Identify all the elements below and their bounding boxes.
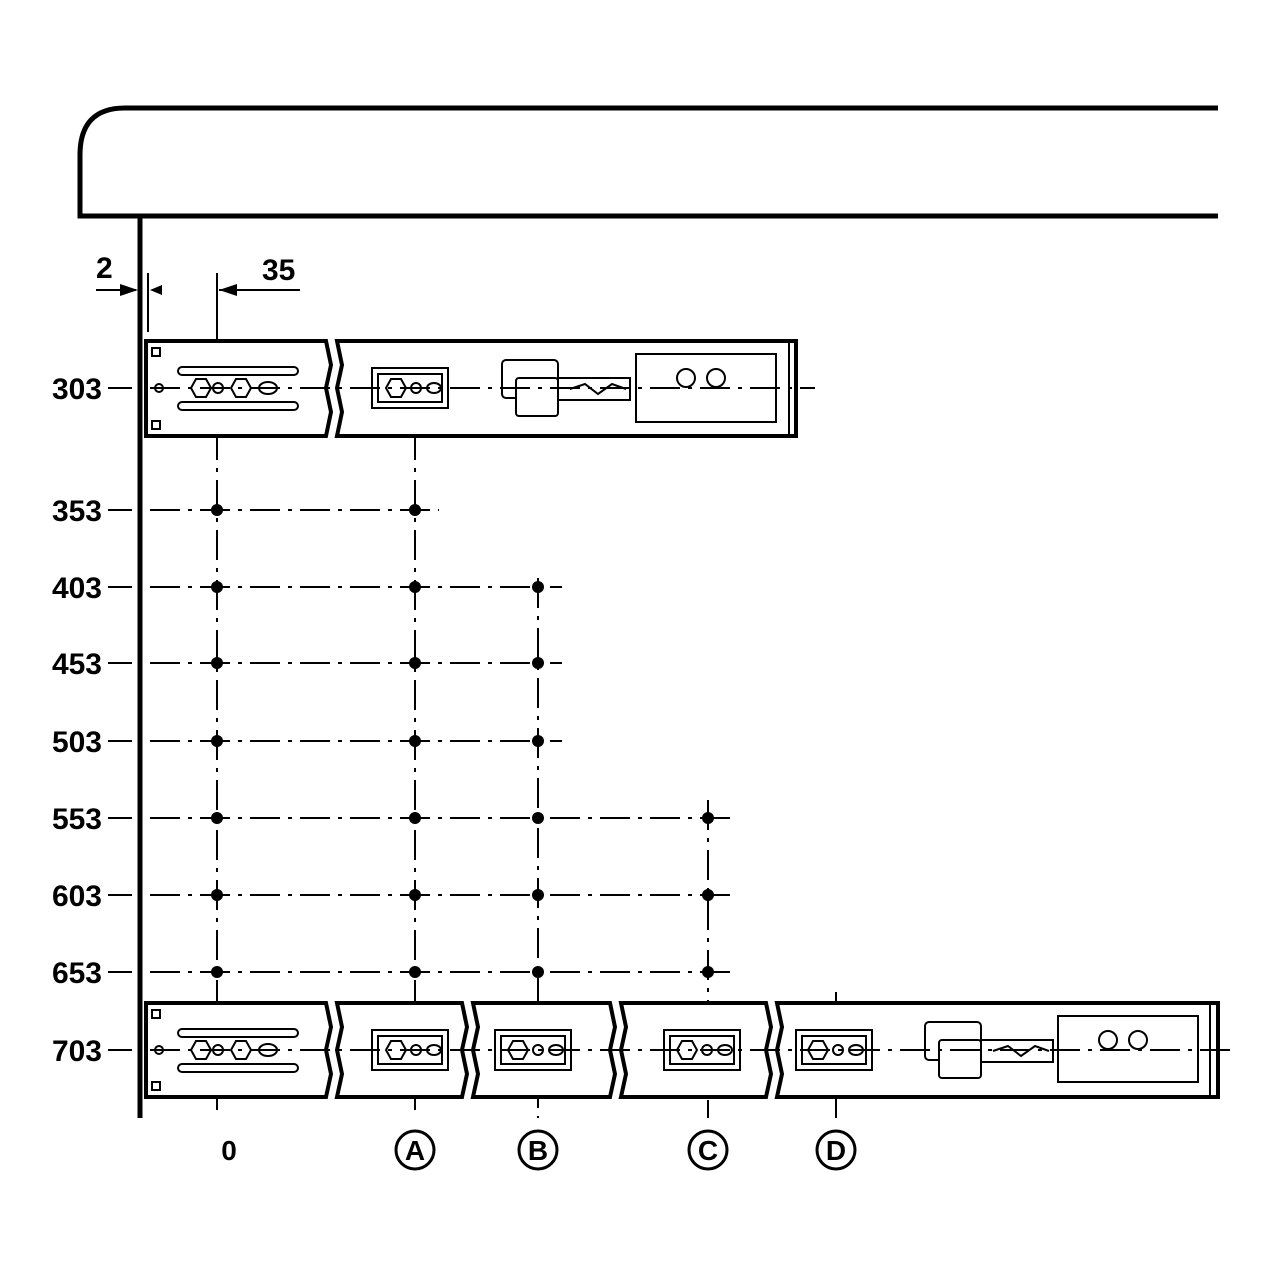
column-label-circle: [687, 1129, 729, 1171]
row-label: 703: [52, 1035, 102, 1068]
column-label-circle: [815, 1129, 857, 1171]
dimension-edge-gap: 2: [96, 252, 162, 332]
mounting-point: [211, 504, 223, 516]
mounting-point: [409, 735, 421, 747]
row-labels: 303 353 403 453 503 553 603 653 703: [52, 373, 132, 1068]
mounting-points: [211, 504, 714, 978]
row-grid-lines: [150, 509, 732, 973]
row-label: 403: [52, 572, 102, 605]
column-labels: 0 A B C D: [221, 1129, 857, 1171]
mounting-point: [409, 504, 421, 516]
column-label-circle: [517, 1129, 559, 1171]
column-label-0: 0: [221, 1135, 237, 1166]
mounting-point: [532, 812, 544, 824]
mounting-point: [211, 812, 223, 824]
mounting-point: [409, 581, 421, 593]
dimension-hole-offset: 35: [216, 254, 300, 332]
mounting-point: [702, 812, 714, 824]
row-label: 453: [52, 648, 102, 681]
row-label: 503: [52, 726, 102, 759]
mounting-point: [532, 581, 544, 593]
mounting-point: [532, 735, 544, 747]
dimension-hole-offset-label: 35: [262, 254, 295, 287]
dimension-edge-gap-label: 2: [96, 252, 113, 285]
mounting-point: [532, 657, 544, 669]
mounting-point: [211, 735, 223, 747]
mounting-point: [211, 889, 223, 901]
row-label: 553: [52, 803, 102, 836]
mounting-point: [409, 889, 421, 901]
row-label: 603: [52, 880, 102, 913]
column-label-b: B: [528, 1135, 548, 1166]
column-label-c: C: [698, 1135, 718, 1166]
slide-centerlines: [150, 387, 1238, 1051]
row-label: 353: [52, 495, 102, 528]
mounting-point: [702, 889, 714, 901]
mounting-point: [409, 812, 421, 824]
mounting-point: [211, 966, 223, 978]
mounting-point: [702, 966, 714, 978]
column-label-circle: [394, 1129, 436, 1171]
column-label-d: D: [826, 1135, 846, 1166]
row-label: 653: [52, 957, 102, 990]
column-label-a: A: [405, 1135, 425, 1166]
mounting-point: [211, 657, 223, 669]
mounting-point: [211, 581, 223, 593]
mounting-point: [532, 966, 544, 978]
hex-screw-icon: [675, 1040, 699, 1060]
row-label: 303: [52, 373, 102, 406]
mounting-point: [409, 966, 421, 978]
mounting-point: [532, 889, 544, 901]
mounting-point: [409, 657, 421, 669]
cabinet-top-panel: [77, 105, 1218, 219]
